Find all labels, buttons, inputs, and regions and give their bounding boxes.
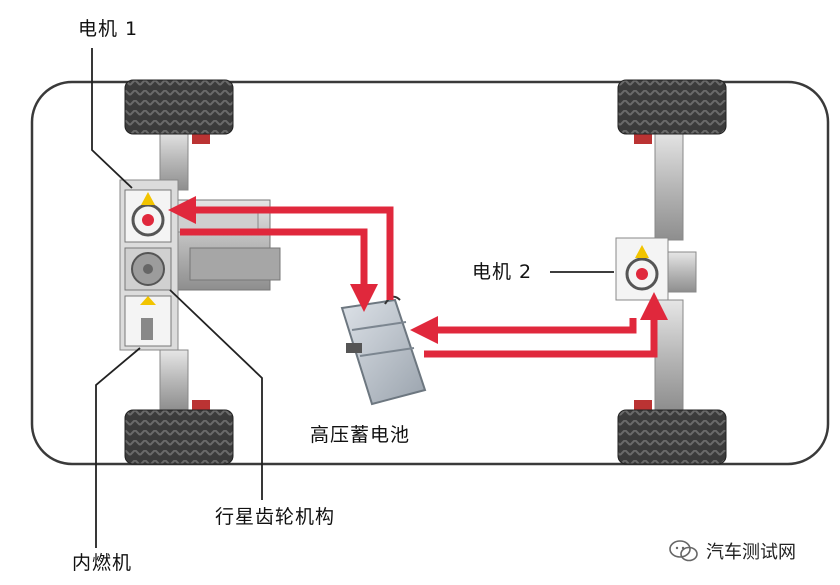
engine-leader — [95, 347, 141, 548]
rear-left-tire — [617, 79, 727, 135]
front-left-tire — [124, 79, 234, 135]
lightning-icon — [141, 192, 155, 205]
rear-axle — [634, 129, 684, 412]
motor1-leader — [91, 48, 133, 189]
motor1-to-battery-arrow — [180, 228, 378, 312]
battery-label: 高压蓄电池 — [310, 424, 411, 446]
motor2-to-battery-arrow — [410, 316, 637, 344]
rear-motor-module — [615, 237, 697, 301]
planetary-leader — [169, 289, 263, 500]
motor1-label: 电机 1 — [78, 18, 139, 40]
front-power-module — [119, 179, 179, 351]
watermark-text: 汽车测试网 — [706, 542, 796, 563]
battery-to-motor1-arrow — [168, 196, 394, 300]
front-right-tire — [124, 409, 234, 465]
battery-pack — [340, 295, 427, 406]
battery-to-motor2-arrow — [424, 292, 668, 358]
rear-right-tire — [617, 409, 727, 465]
planetary-label: 行星齿轮机构 — [215, 506, 336, 528]
motor2-gear-icon — [625, 257, 659, 291]
power-flow-arrows — [168, 196, 668, 358]
wechat-icon — [669, 540, 698, 562]
engine-label: 内燃机 — [72, 552, 133, 574]
leader-lines — [91, 48, 614, 548]
motor2-label: 电机 2 — [472, 261, 533, 283]
piston-icon — [141, 318, 153, 340]
vehicle-outline — [30, 80, 830, 466]
watermark: 汽车测试网 — [668, 538, 796, 564]
